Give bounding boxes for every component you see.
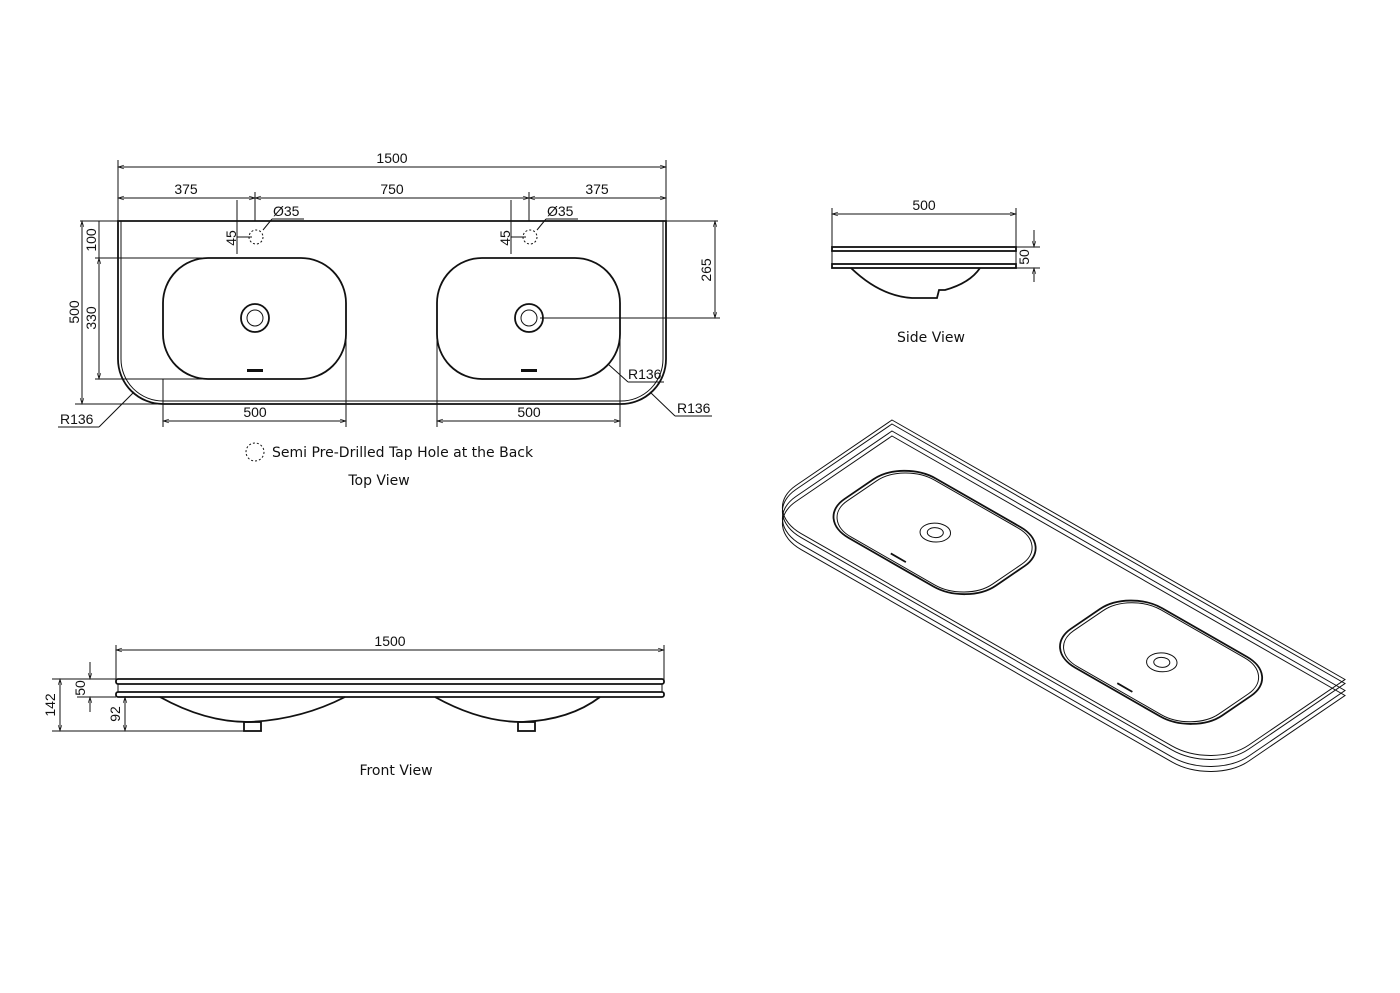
front-view-title: Front View <box>359 763 432 779</box>
basin-left <box>162 257 347 380</box>
front-view: 1500 142 50 92 Front View <box>42 633 664 779</box>
iso-basin-right <box>1042 589 1280 735</box>
dim-front-width: 1500 <box>374 633 405 649</box>
dim-basin-back-offset: 100 <box>83 228 99 252</box>
dim-front-thickness: 50 <box>72 680 88 696</box>
dim-basin-left-width: 500 <box>243 404 267 420</box>
dim-left-offset: 375 <box>174 181 198 197</box>
overflow-slot <box>521 369 537 372</box>
overflow-slot <box>247 369 263 372</box>
dim-center-spacing: 750 <box>380 181 404 197</box>
iso-basin-left <box>815 459 1053 605</box>
tap-hole-legend: Semi Pre-Drilled Tap Hole at the Back <box>272 445 534 461</box>
dim-basin-depth: 330 <box>83 306 99 330</box>
dim-side-thickness: 50 <box>1016 249 1032 265</box>
dim-tap-hole-right: Ø35 <box>547 203 574 219</box>
isometric-view <box>760 420 1345 786</box>
dim-front-bowl-height: 92 <box>107 706 123 722</box>
dim-tap-hole-left: Ø35 <box>273 203 300 219</box>
dim-tap-offset-left: 45 <box>223 230 239 246</box>
dim-radius-basin: R136 <box>628 366 662 382</box>
tap-hole-legend-icon <box>245 442 265 462</box>
dim-basin-right-width: 500 <box>517 404 541 420</box>
iso-top-surface <box>760 420 1345 770</box>
dim-right-offset: 375 <box>585 181 609 197</box>
side-view: 500 50 Side View <box>832 197 1040 346</box>
dim-radius-left: R136 <box>60 411 94 427</box>
dim-tap-offset-right: 45 <box>497 230 513 246</box>
dim-overall-width: 1500 <box>376 150 407 166</box>
drain-outlet <box>517 721 536 732</box>
top-view: 1500 375 750 375 Ø35 Ø35 45 45 100 330 5… <box>58 150 720 489</box>
top-view-title: Top View <box>347 473 409 489</box>
dim-drain-from-back: 265 <box>698 258 714 282</box>
drain-outlet <box>243 721 262 732</box>
vanity-top-outline <box>117 220 667 405</box>
dim-overall-depth: 500 <box>66 300 82 324</box>
drain-icon <box>514 303 544 333</box>
side-view-title: Side View <box>897 330 965 346</box>
dim-radius-right: R136 <box>677 400 711 416</box>
dim-front-total-height: 142 <box>42 693 58 717</box>
drain-icon <box>240 303 270 333</box>
dim-side-depth: 500 <box>912 197 936 213</box>
